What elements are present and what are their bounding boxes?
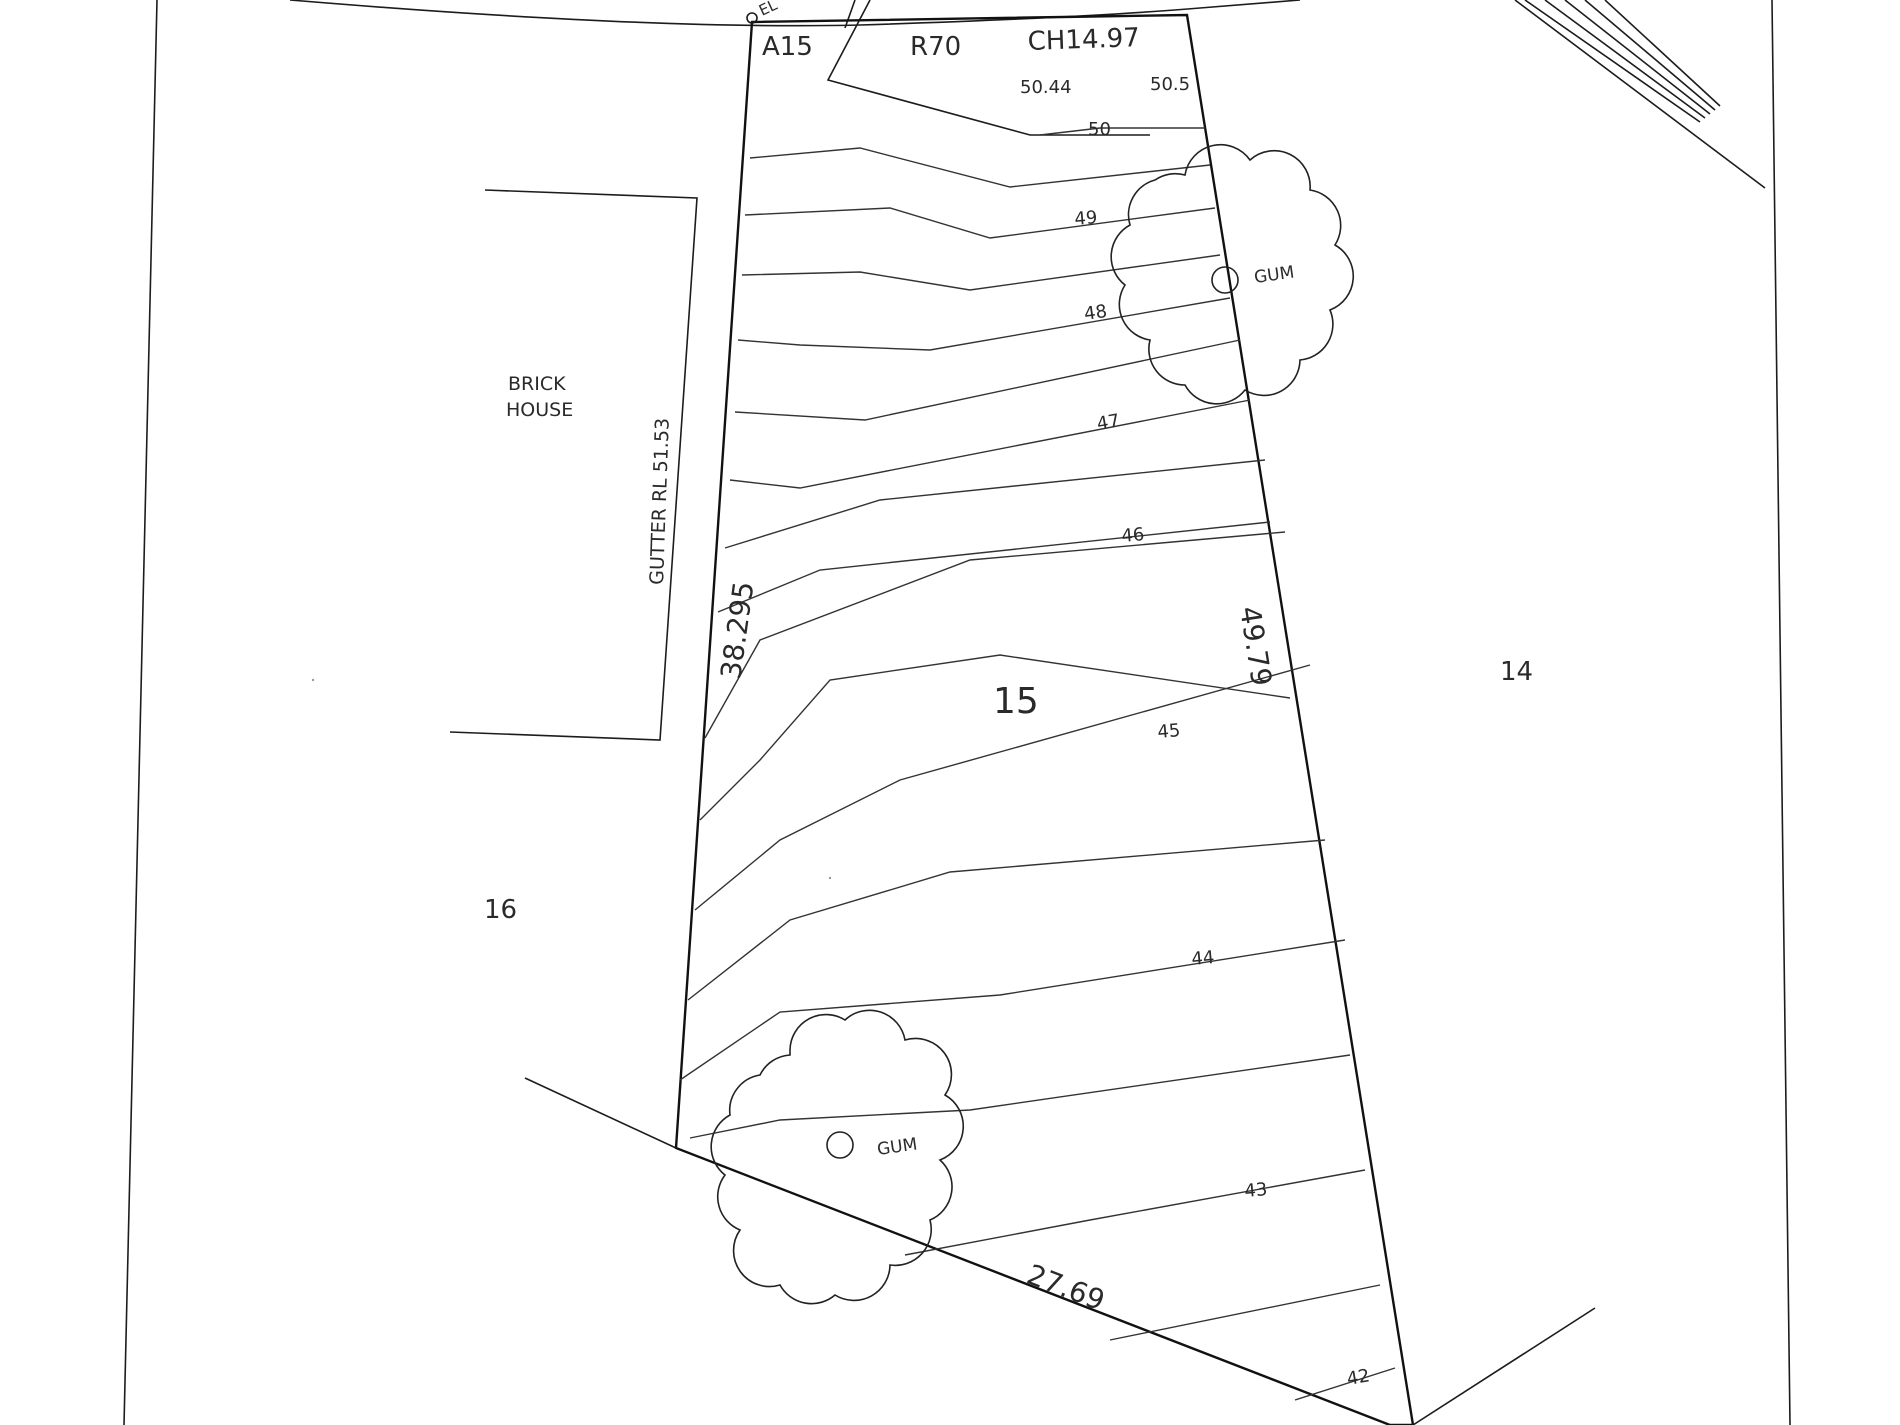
contour-lines <box>679 127 1396 1401</box>
curve-tick <box>844 0 856 29</box>
driveway-edge <box>826 0 1150 136</box>
contour-47 <box>729 399 1251 489</box>
contour-label-47: 47 <box>1095 410 1121 435</box>
contour-label-43: 43 <box>1244 1179 1269 1202</box>
el-label: EL <box>756 0 780 20</box>
contour-50 <box>1039 127 1205 136</box>
rear-boundary-extension <box>524 1077 677 1149</box>
contour-44-upper <box>694 664 1311 911</box>
brick-house-outline <box>449 189 698 741</box>
contour-42 <box>1294 1367 1396 1401</box>
spot-level-left: 50.44 <box>1020 77 1072 98</box>
house-label-line1: BRICK <box>508 373 566 395</box>
contour-label-49: 49 <box>1074 207 1099 230</box>
gutter-level-label: GUTTER RL 51.53 <box>646 418 674 586</box>
tree-trunk-upper-icon <box>1211 266 1239 294</box>
curve-radius-label: R70 <box>910 32 961 62</box>
contour-43 <box>689 1054 1351 1139</box>
lot-14-number: 14 <box>1500 657 1533 687</box>
el-marker-icon <box>746 12 758 24</box>
contour-49 <box>744 207 1216 239</box>
speck <box>828 876 832 880</box>
speck <box>311 678 315 682</box>
contour-44 <box>687 839 1326 1001</box>
contour-label-45: 45 <box>1157 720 1182 743</box>
contour-46 <box>717 521 1271 613</box>
contour-49-upper <box>749 147 1211 188</box>
tree-label-lower: GUM <box>876 1135 919 1160</box>
lot-16-number: 16 <box>484 895 517 925</box>
hatched-edge <box>1514 0 1766 189</box>
tree-label-upper: GUM <box>1253 263 1296 288</box>
contour-label-46: 46 <box>1121 524 1146 547</box>
contour-45 <box>699 654 1291 821</box>
contour-label-48: 48 <box>1083 301 1109 325</box>
gum-tree-upper <box>1110 143 1355 405</box>
rear-boundary-length: 27.69 <box>1022 1258 1109 1318</box>
contour-48 <box>737 297 1231 351</box>
east-boundary-length: 49.79 <box>1233 604 1278 688</box>
contour-48-upper <box>741 254 1221 291</box>
house-label-line2: HOUSE <box>506 399 573 421</box>
spot-level-right: 50.5 <box>1150 74 1190 95</box>
contour-45-upper <box>704 531 1286 739</box>
tree-canopy-upper-icon <box>1110 143 1355 405</box>
corner-line <box>1412 1307 1596 1425</box>
tree-trunk-lower-icon <box>826 1131 854 1159</box>
tree-canopy-lower-icon <box>710 1009 965 1305</box>
frame-right <box>1771 0 1791 1425</box>
contour-label-44: 44 <box>1191 947 1216 970</box>
curve-arc-label: A15 <box>762 32 813 62</box>
contour-43-upper <box>679 939 1346 1081</box>
contour-label-42: 42 <box>1345 1365 1371 1390</box>
lot-15-number: 15 <box>993 681 1039 722</box>
west-boundary-length: 38.295 <box>714 579 760 681</box>
lot-15-boundary <box>674 13 1415 1425</box>
frame-left <box>123 0 158 1425</box>
gum-tree-lower <box>710 1009 965 1305</box>
contour-46-upper <box>724 459 1266 549</box>
curve-chord-label: CH14.97 <box>1027 23 1140 57</box>
contour-47-upper <box>734 339 1241 421</box>
street-boundary-curve <box>289 0 1301 27</box>
contour-42-upper <box>1109 1284 1381 1341</box>
contour-43-lower <box>904 1169 1366 1256</box>
contour-label-50: 50 <box>1088 119 1111 140</box>
